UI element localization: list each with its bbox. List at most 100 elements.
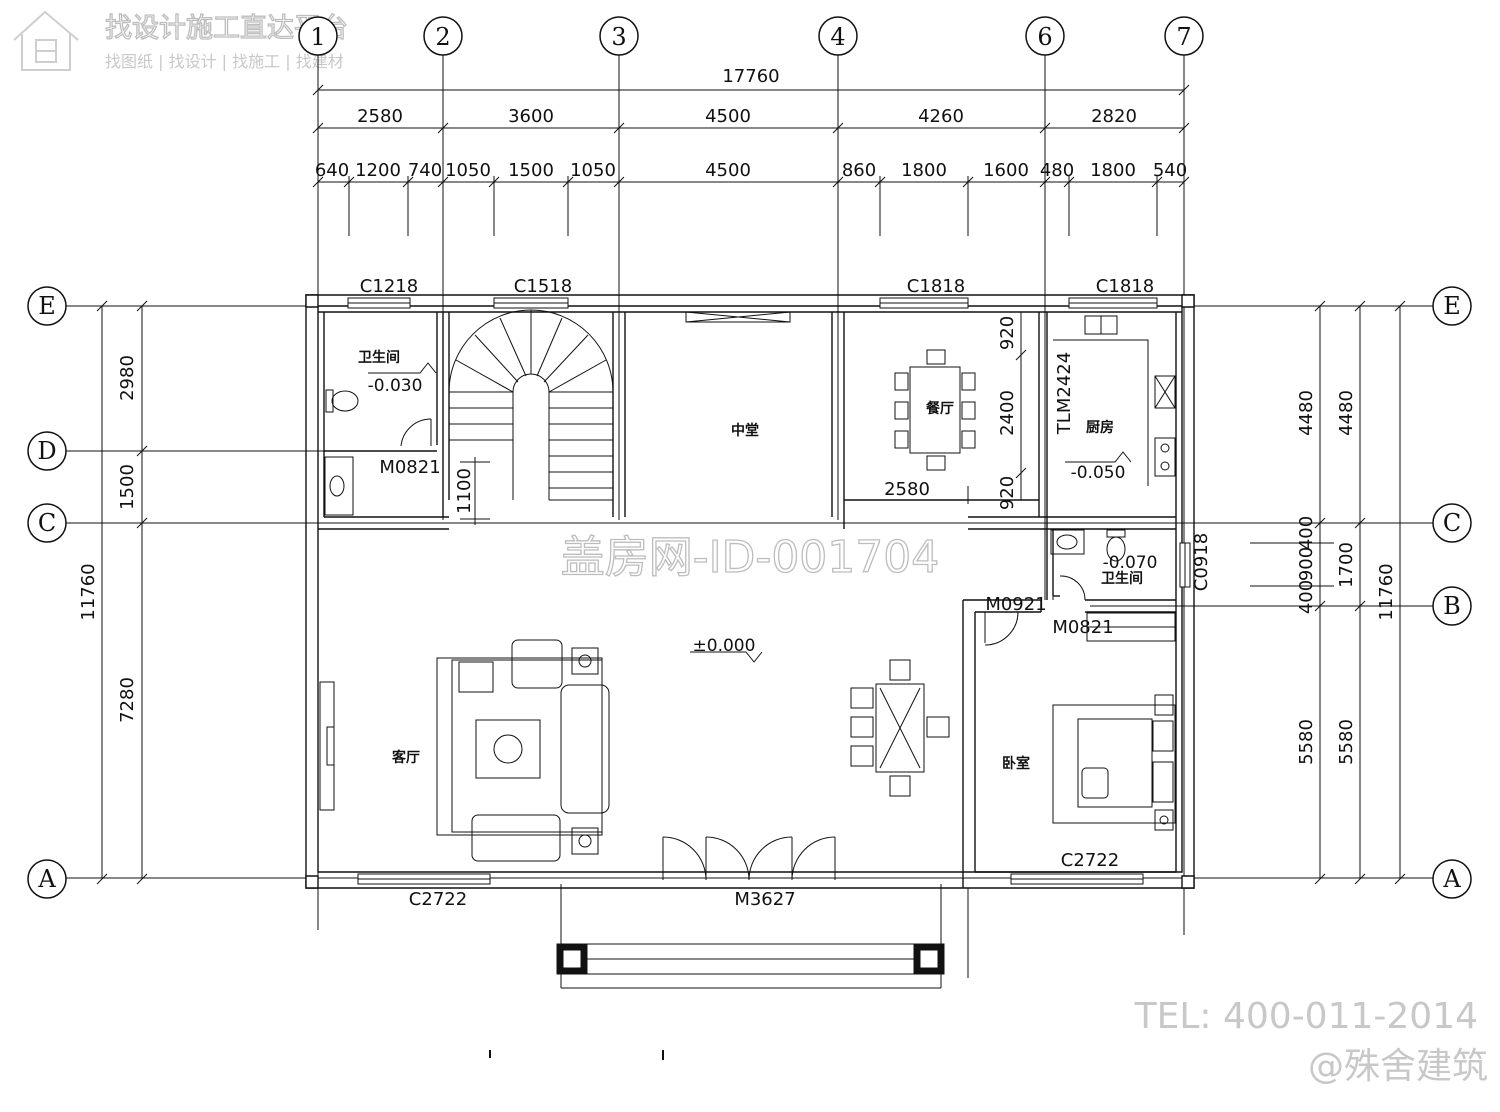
axis-bubble-2: 2 bbox=[424, 17, 462, 55]
tea-table-icon bbox=[851, 660, 949, 796]
svg-text:-0.070: -0.070 bbox=[1103, 553, 1158, 573]
room-bath1: 卫生间 bbox=[358, 349, 400, 366]
axis-bubble-C-left: C bbox=[28, 504, 66, 542]
label-tlm2424: TLM2424 bbox=[1054, 352, 1075, 435]
dim-detail-3: 740 bbox=[408, 160, 442, 181]
room-dining: 餐厅 bbox=[925, 400, 954, 417]
dim-dining-h3: 920 bbox=[997, 476, 1018, 510]
dim-top-mid-2: 3600 bbox=[508, 106, 554, 127]
dim-right-outer-1: 4480 bbox=[1336, 390, 1357, 436]
svg-text:C: C bbox=[38, 509, 56, 537]
dim-right-3: 5580 bbox=[1296, 719, 1317, 765]
stair bbox=[449, 310, 613, 525]
wardrobe-icon bbox=[1087, 613, 1175, 641]
dim-right-2: 1700 bbox=[1336, 542, 1357, 588]
axis-bubble-C-right: C bbox=[1433, 504, 1471, 542]
svg-text:E: E bbox=[1443, 292, 1461, 320]
watermark-id: 盖房网-ID-001704 bbox=[561, 532, 940, 583]
dim-right-1: 4480 bbox=[1296, 390, 1317, 436]
svg-text:A: A bbox=[1442, 865, 1461, 893]
left-dimension-lines bbox=[97, 301, 147, 884]
room-bath2: 卫生间 bbox=[1101, 570, 1143, 587]
dim-right-small-1: 400 bbox=[1296, 516, 1317, 550]
label-c1818-a: C1818 bbox=[907, 276, 965, 297]
right-dimension-lines bbox=[1250, 301, 1405, 884]
dining-dimension-texts: 920 2400 920 2580 bbox=[884, 316, 1018, 510]
toilet-icon bbox=[326, 390, 359, 412]
svg-text:B: B bbox=[1443, 592, 1461, 620]
dim-dining-h2: 2400 bbox=[997, 390, 1018, 436]
axis-bubble-A-left: A bbox=[28, 860, 66, 898]
kitchen-counter-icon bbox=[1053, 316, 1175, 486]
dim-dining-h1: 920 bbox=[997, 316, 1018, 350]
room-names: 卫生间 中堂 餐厅 厨房 卫生间 客厅 卧室 bbox=[358, 349, 1143, 772]
dim-detail-12: 1800 bbox=[1090, 160, 1136, 181]
dim-detail-10: 1600 bbox=[983, 160, 1029, 181]
left-dimension-texts: 2980 1500 7280 11760 bbox=[78, 355, 138, 723]
svg-text:7: 7 bbox=[1176, 23, 1191, 51]
level-markers: -0.030 -0.050 -0.070 ±0.000 bbox=[368, 363, 1158, 662]
dim-right-small-3: 400 bbox=[1296, 580, 1317, 614]
label-c2722-left: C2722 bbox=[409, 889, 467, 910]
bed-icon bbox=[1053, 695, 1175, 830]
dim-left-1: 2980 bbox=[117, 355, 138, 401]
label-c1818-b: C1818 bbox=[1096, 276, 1154, 297]
label-m3627: M3627 bbox=[734, 889, 795, 910]
tv-cabinet-icon bbox=[320, 682, 334, 810]
svg-text:C: C bbox=[1443, 509, 1461, 537]
label-m0821-b: M0821 bbox=[1052, 617, 1113, 638]
svg-text:-0.050: -0.050 bbox=[1071, 463, 1126, 483]
axis-bubble-D-left: D bbox=[28, 432, 66, 470]
walls bbox=[306, 295, 1194, 888]
dim-dining-width: 2580 bbox=[884, 479, 930, 500]
dim-stair-gap: 1100 bbox=[454, 468, 475, 514]
level-bath1: -0.030 bbox=[368, 363, 436, 396]
room-hall: 中堂 bbox=[731, 422, 759, 439]
svg-text:2: 2 bbox=[435, 23, 450, 51]
hall-cabinet bbox=[686, 312, 790, 322]
label-m0921: M0921 bbox=[985, 594, 1046, 615]
dim-total-width: 17760 bbox=[722, 66, 779, 87]
room-kitchen: 厨房 bbox=[1086, 419, 1114, 436]
watermark-logo: 找设计施工直达平台 找图纸 | 找设计 | 找施工 | 找建材 bbox=[14, 12, 349, 71]
fixtures bbox=[320, 312, 1175, 861]
opening-labels: C1218 C1518 C1818 C1818 C0918 C2722 C272… bbox=[360, 276, 1212, 910]
bottom-ticks bbox=[490, 1050, 663, 1060]
contact-brand: @殊舍建筑 bbox=[1308, 1046, 1488, 1087]
label-c1518: C1518 bbox=[514, 276, 572, 297]
doors bbox=[401, 419, 1085, 988]
contact-tel: TEL: 400-011-2014 bbox=[1134, 996, 1478, 1037]
dim-detail-11: 480 bbox=[1040, 160, 1074, 181]
rug-and-sofa-icon bbox=[437, 640, 609, 861]
basin-icon bbox=[325, 457, 353, 515]
svg-text:D: D bbox=[37, 437, 56, 465]
dim-detail-8: 860 bbox=[842, 160, 876, 181]
dim-detail-9: 1800 bbox=[901, 160, 947, 181]
level-bath2: -0.070 bbox=[1103, 553, 1158, 573]
dim-left-3: 7280 bbox=[117, 677, 138, 723]
dim-detail-7: 4500 bbox=[705, 160, 751, 181]
dim-right-outer-2: 5580 bbox=[1336, 719, 1357, 765]
dim-left-total: 11760 bbox=[78, 563, 99, 620]
axis-bubble-6: 6 bbox=[1026, 17, 1064, 55]
dim-right-total: 11760 bbox=[1376, 563, 1397, 620]
level-kitchen: -0.050 bbox=[1065, 452, 1131, 483]
dim-top-mid-1: 2580 bbox=[357, 106, 403, 127]
svg-text:-0.030: -0.030 bbox=[368, 376, 423, 396]
svg-text:6: 6 bbox=[1037, 23, 1052, 51]
dim-detail-2: 1200 bbox=[355, 160, 401, 181]
axis-bubble-A-right: A bbox=[1433, 860, 1471, 898]
axis-bubble-1: 1 bbox=[299, 17, 337, 55]
top-dimension-lines bbox=[313, 85, 1189, 236]
label-c1218: C1218 bbox=[360, 276, 418, 297]
dim-top-mid-4: 4260 bbox=[918, 106, 964, 127]
dim-detail-5: 1500 bbox=[508, 160, 554, 181]
dim-detail-4: 1050 bbox=[445, 160, 491, 181]
svg-text:1: 1 bbox=[310, 23, 325, 51]
dim-top-mid-3: 4500 bbox=[705, 106, 751, 127]
bathroom2-fixtures bbox=[1051, 530, 1126, 562]
axis-bubble-E-left: E bbox=[28, 287, 66, 325]
room-living: 客厅 bbox=[391, 749, 420, 766]
axis-bubble-3: 3 bbox=[600, 17, 638, 55]
